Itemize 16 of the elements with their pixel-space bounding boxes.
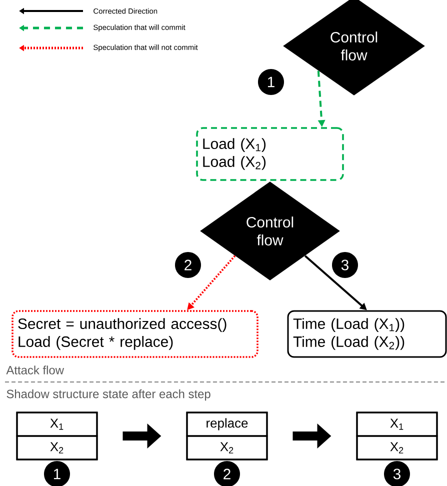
step-badge: 3 xyxy=(384,461,410,486)
structure-cell: X$_{2}$ xyxy=(356,435,438,460)
structure-cell: X$_{2}$ xyxy=(186,435,268,460)
step-badge: 2 xyxy=(175,252,201,278)
step-badge: 3 xyxy=(332,252,358,278)
structure-cell: X$_{2}$ xyxy=(16,435,98,460)
section-label: Shadow structure state after each step xyxy=(6,389,210,401)
code-box: Load (X$_{1}$) Load (X$_{2}$) xyxy=(196,127,344,181)
structure-cell: X$_{1}$ xyxy=(16,412,98,437)
code-box: Time (Load (X$_{1}$)) Time (Load (X$_{2}$)) xyxy=(287,310,447,358)
step-badge: 2 xyxy=(214,461,240,486)
structure-cell: X$_{1}$ xyxy=(356,412,438,437)
code-box: Secret = unauthorized access() Load (Secret * replace) xyxy=(12,310,258,358)
structure-cell: replace xyxy=(186,412,268,437)
step-badge: 1 xyxy=(258,69,284,95)
step-badge: 1 xyxy=(44,461,70,486)
